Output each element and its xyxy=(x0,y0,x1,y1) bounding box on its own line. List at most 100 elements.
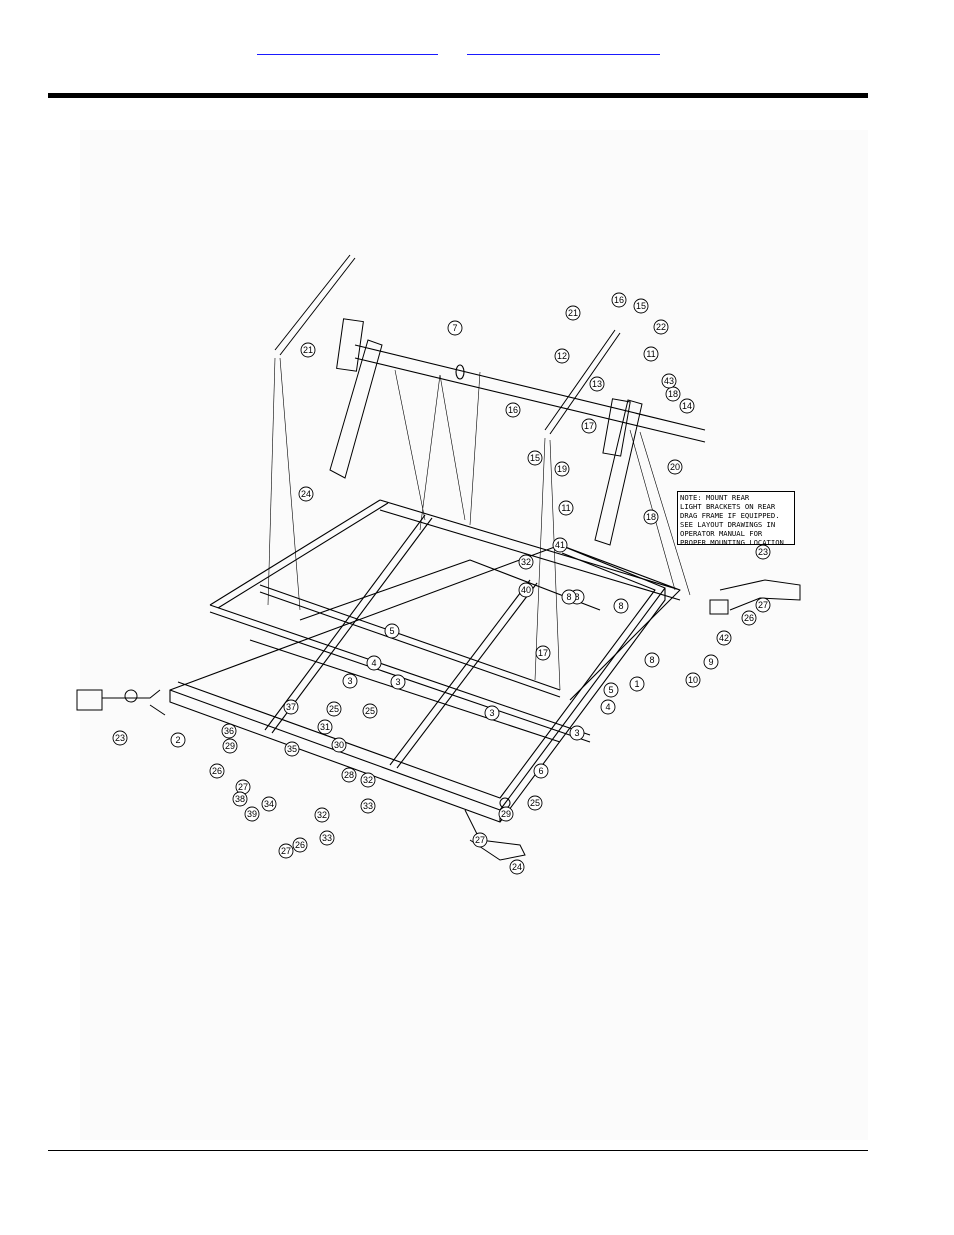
callout-38: 38 xyxy=(232,791,248,807)
callout-circle xyxy=(498,806,514,822)
callout-circle xyxy=(244,806,260,822)
callout-number: 30 xyxy=(334,740,344,750)
callout-4: 4 xyxy=(366,655,382,671)
callout-number: 26 xyxy=(212,766,222,776)
callout-1: 1 xyxy=(629,676,645,692)
callout-number: 10 xyxy=(688,675,698,685)
callout-circle xyxy=(317,719,333,735)
callout-28: 28 xyxy=(341,767,357,783)
callout-11: 11 xyxy=(558,500,574,516)
callout-number: 35 xyxy=(287,744,297,754)
callout-3: 3 xyxy=(390,674,406,690)
callout-5: 5 xyxy=(603,682,619,698)
callout-19: 19 xyxy=(554,461,570,477)
callout-21: 21 xyxy=(300,342,316,358)
callout-8: 8 xyxy=(613,598,629,614)
callout-circle xyxy=(209,763,225,779)
callout-circle xyxy=(366,655,382,671)
callout-circle xyxy=(581,418,597,434)
callout-25: 25 xyxy=(326,701,342,717)
callout-3: 3 xyxy=(342,673,358,689)
callout-27: 27 xyxy=(278,843,294,859)
callout-number: 32 xyxy=(363,775,373,785)
lift-arms xyxy=(274,254,643,546)
callout-10: 10 xyxy=(685,672,701,688)
callout-number: 4 xyxy=(605,702,610,712)
callout-29: 29 xyxy=(498,806,514,822)
header-link-1[interactable] xyxy=(257,40,438,55)
callout-circle xyxy=(505,402,521,418)
callout-7: 7 xyxy=(447,320,463,336)
note-line: OPERATOR MANUAL FOR xyxy=(680,529,763,538)
callout-number: 20 xyxy=(670,462,680,472)
callout-circle xyxy=(589,376,605,392)
callout-2: 2 xyxy=(170,732,186,748)
note-line: DRAG FRAME IF EQUIPPED. xyxy=(680,511,780,520)
header-rule xyxy=(48,93,868,98)
callout-33: 33 xyxy=(360,798,376,814)
callout-42: 42 xyxy=(716,630,732,646)
callout-circle xyxy=(703,654,719,670)
callout-number: 4 xyxy=(371,658,376,668)
callout-23: 23 xyxy=(755,544,771,560)
callout-number: 24 xyxy=(301,489,311,499)
callout-number: 17 xyxy=(584,421,594,431)
callout-number: 21 xyxy=(303,345,313,355)
callout-number: 33 xyxy=(363,801,373,811)
callout-20: 20 xyxy=(667,459,683,475)
callout-number: 9 xyxy=(708,657,713,667)
callout-number: 32 xyxy=(521,557,531,567)
callout-number: 23 xyxy=(758,547,768,557)
callout-number: 38 xyxy=(235,794,245,804)
callout-circle xyxy=(569,725,585,741)
callout-circle xyxy=(552,537,568,553)
callout-circle xyxy=(261,796,277,812)
callout-number: 26 xyxy=(744,613,754,623)
callout-circle xyxy=(533,763,549,779)
callout-18: 18 xyxy=(643,509,659,525)
header-link-2[interactable] xyxy=(467,40,660,55)
callout-4: 4 xyxy=(600,699,616,715)
callout-circle xyxy=(611,292,627,308)
callout-circle xyxy=(644,652,660,668)
callout-32: 32 xyxy=(518,554,534,570)
callout-23: 23 xyxy=(112,730,128,746)
callout-circle xyxy=(314,807,330,823)
callout-29: 29 xyxy=(222,738,238,754)
callout-circle xyxy=(755,544,771,560)
callout-30: 30 xyxy=(331,737,347,753)
callout-8: 8 xyxy=(644,652,660,668)
callout-number: 14 xyxy=(682,401,692,411)
callout-number: 40 xyxy=(521,585,531,595)
callout-3: 3 xyxy=(484,705,500,721)
callout-number: 15 xyxy=(530,453,540,463)
callout-circle xyxy=(716,630,732,646)
callout-number: 8 xyxy=(618,601,623,611)
callout-circle xyxy=(518,582,534,598)
callout-circle xyxy=(600,699,616,715)
note-line: LIGHT BRACKETS ON REAR xyxy=(680,502,776,511)
callout-circle xyxy=(679,398,695,414)
callout-number: 15 xyxy=(636,301,646,311)
callout-circle xyxy=(222,738,238,754)
callout-26: 26 xyxy=(209,763,225,779)
callout-number: 8 xyxy=(649,655,654,665)
callout-39: 39 xyxy=(244,806,260,822)
callout-circle xyxy=(390,674,406,690)
callout-number: 3 xyxy=(574,728,579,738)
note-line: SEE LAYOUT DRAWINGS IN xyxy=(680,520,776,529)
callout-number: 12 xyxy=(557,351,567,361)
callout-32: 32 xyxy=(314,807,330,823)
callout-number: 28 xyxy=(344,770,354,780)
callout-number: 29 xyxy=(501,809,511,819)
callout-circle xyxy=(341,767,357,783)
callout-number: 41 xyxy=(555,540,565,550)
callout-circle xyxy=(527,795,543,811)
callout-21: 21 xyxy=(565,305,581,321)
callout-25: 25 xyxy=(527,795,543,811)
callout-circle xyxy=(603,682,619,698)
callout-34: 34 xyxy=(261,796,277,812)
callout-18: 18 xyxy=(665,386,681,402)
note-line: PROPER MOUNTING LOCATION. xyxy=(680,538,789,547)
